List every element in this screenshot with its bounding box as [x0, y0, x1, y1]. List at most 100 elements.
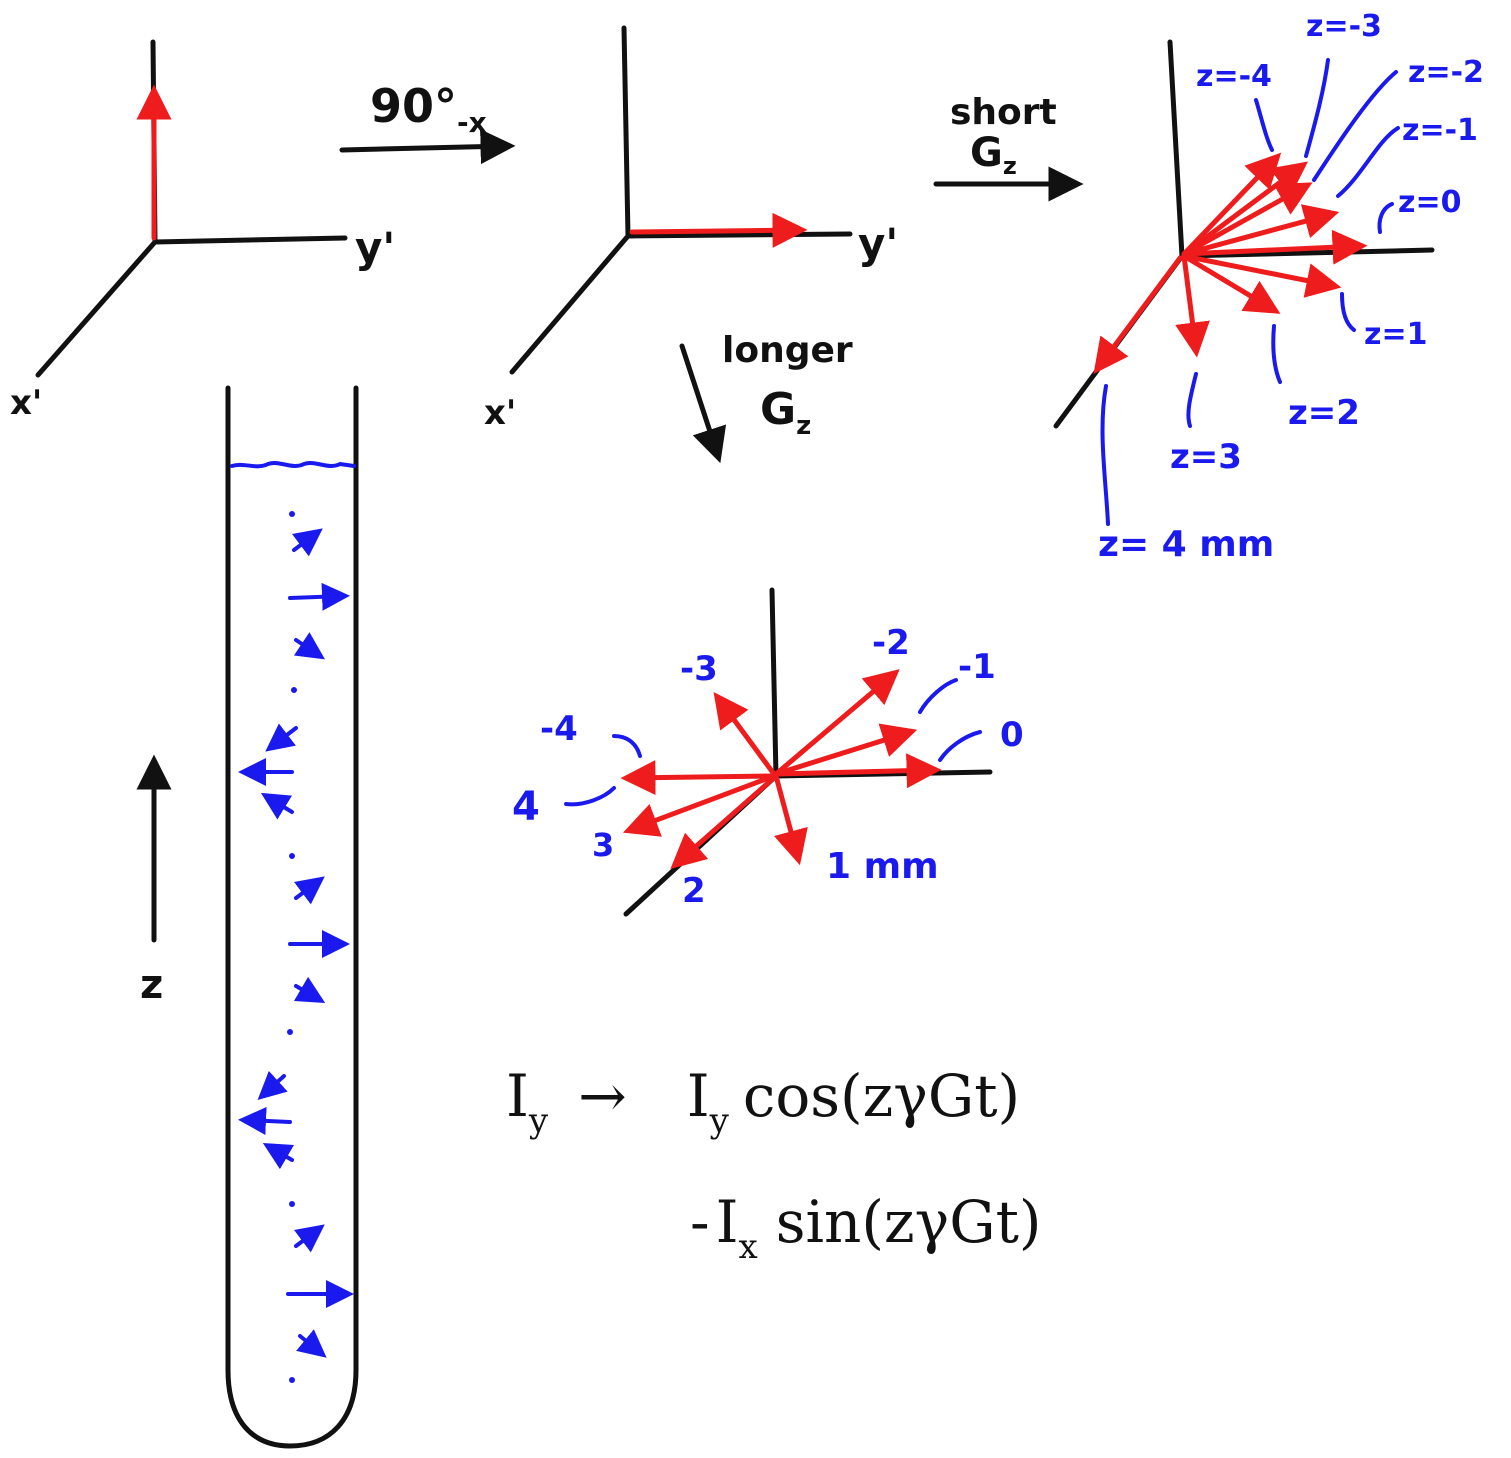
y-axis — [152, 235, 348, 245]
label-minus-2: -2 — [872, 623, 910, 663]
leader-z-3 — [1186, 372, 1198, 428]
vector-z-minus-4 — [1181, 152, 1282, 257]
label-2: 2 — [682, 871, 706, 911]
spin-vector — [294, 876, 325, 905]
z-axis — [621, 25, 631, 239]
leader-z-4 — [1100, 384, 1110, 526]
spin-vector — [265, 723, 298, 752]
panel-longer-gradient: -4 -3 -2 -1 0 1 mm 2 3 4 — [512, 587, 1024, 917]
y-axis — [625, 231, 853, 239]
vector-minus-3 — [713, 691, 777, 777]
y-axis-label: y' — [858, 219, 898, 268]
spin-helix — [238, 511, 354, 1383]
g-letter: G — [970, 130, 1003, 176]
label-minus-1: -1 — [958, 647, 996, 687]
pulse-step: 90°-x — [339, 79, 516, 165]
longer-label: longer — [722, 330, 853, 371]
short-label: short — [950, 92, 1057, 133]
z-direction-label: z — [140, 962, 163, 1008]
leader-0 — [938, 730, 982, 762]
cos-term: cos(zγGt) — [743, 1062, 1020, 1130]
sample-tube: z — [136, 385, 359, 1449]
sample-meniscus — [230, 461, 356, 469]
vector-z-0 — [1181, 229, 1368, 265]
vector-1 — [773, 773, 808, 866]
spin-vector — [293, 632, 325, 660]
y-subscript: y — [709, 1101, 730, 1141]
spin-dot — [291, 687, 297, 693]
pulse-angle: 90° — [370, 79, 457, 133]
i-operator: I — [687, 1062, 710, 1130]
x-axis — [509, 233, 631, 375]
y-axis — [1179, 247, 1435, 259]
longer-gz-label: Gz — [760, 384, 811, 441]
leader-4 — [564, 786, 616, 807]
pulse-label: 90°-x — [370, 79, 487, 139]
vector-z-minus-3 — [1181, 161, 1309, 257]
spin-vector — [257, 1070, 288, 1101]
label-z-minus-3: z=-3 — [1306, 9, 1382, 44]
label-3: 3 — [592, 826, 614, 864]
label-z-minus-4: z=-4 — [1196, 59, 1272, 94]
vector-3 — [622, 773, 777, 837]
spin-dot — [289, 511, 295, 517]
longer-gradient-step: longer Gz — [679, 330, 853, 464]
leader-minus-1 — [918, 678, 958, 714]
minus-sign: - — [690, 1188, 710, 1256]
spin-vector — [292, 528, 323, 557]
longer-gradient-arrow — [679, 343, 727, 464]
leader-minus-4 — [612, 734, 642, 758]
label-minus-3: -3 — [680, 649, 718, 689]
spin-vector — [294, 1224, 325, 1253]
label-z-3: z=3 — [1170, 437, 1242, 477]
spin-vector — [262, 1142, 295, 1170]
short-gz-label: Gz — [970, 130, 1017, 180]
label-4: 4 — [512, 784, 540, 830]
leader-z-minus-2 — [1312, 70, 1398, 182]
vector-minus-1 — [773, 723, 918, 777]
x-subscript: x — [739, 1227, 758, 1267]
spin-dot — [289, 853, 295, 859]
spin-vector — [293, 976, 326, 1004]
z-axis — [1167, 39, 1185, 259]
x-axis-label: x' — [10, 383, 42, 423]
leader-z-1 — [1340, 292, 1356, 332]
sin-term: sin(zγGt) — [776, 1188, 1042, 1256]
vector-minus-4 — [620, 760, 777, 796]
label-0: 0 — [1000, 715, 1024, 755]
spin-vector — [238, 1106, 292, 1135]
z-axis — [769, 587, 779, 779]
i-operator: I — [506, 1062, 529, 1130]
label-z-4mm: z= 4 mm — [1098, 524, 1274, 565]
label-minus-4: -4 — [540, 709, 578, 749]
vector-z-4 — [1093, 255, 1183, 375]
label-z-minus-1: z=-1 — [1402, 113, 1478, 148]
leader-z-0 — [1377, 202, 1394, 234]
vector-z-1 — [1181, 253, 1342, 298]
spin-dot — [289, 1201, 295, 1207]
panel-after-pulse: y' x' — [484, 25, 898, 433]
label-z-2: z=2 — [1288, 393, 1360, 433]
spin-vector — [288, 582, 350, 611]
pulse-subscript: -x — [457, 106, 487, 139]
panel-short-gradient: z=-4 z=-3 z=-2 z=-1 z=0 z=1 z=2 z=3 z= 4… — [1053, 9, 1484, 565]
leader-z-minus-4 — [1254, 98, 1274, 152]
leader-z-minus-1 — [1336, 126, 1400, 198]
z-subscript: z — [1003, 152, 1017, 180]
spin-dot — [289, 1377, 295, 1383]
y-subscript: y — [528, 1101, 549, 1141]
tube-outline — [225, 385, 359, 1449]
vector-z-minus-2 — [1181, 182, 1313, 257]
leader-z-2 — [1271, 324, 1282, 384]
vector-0 — [773, 753, 942, 789]
label-z-0: z=0 — [1398, 185, 1461, 220]
x-axis — [35, 239, 158, 378]
label-1mm: 1 mm — [826, 846, 939, 887]
magnetization-vector-y — [629, 212, 808, 248]
vector-z-minus-1 — [1181, 204, 1340, 257]
spin-vector — [260, 792, 294, 820]
